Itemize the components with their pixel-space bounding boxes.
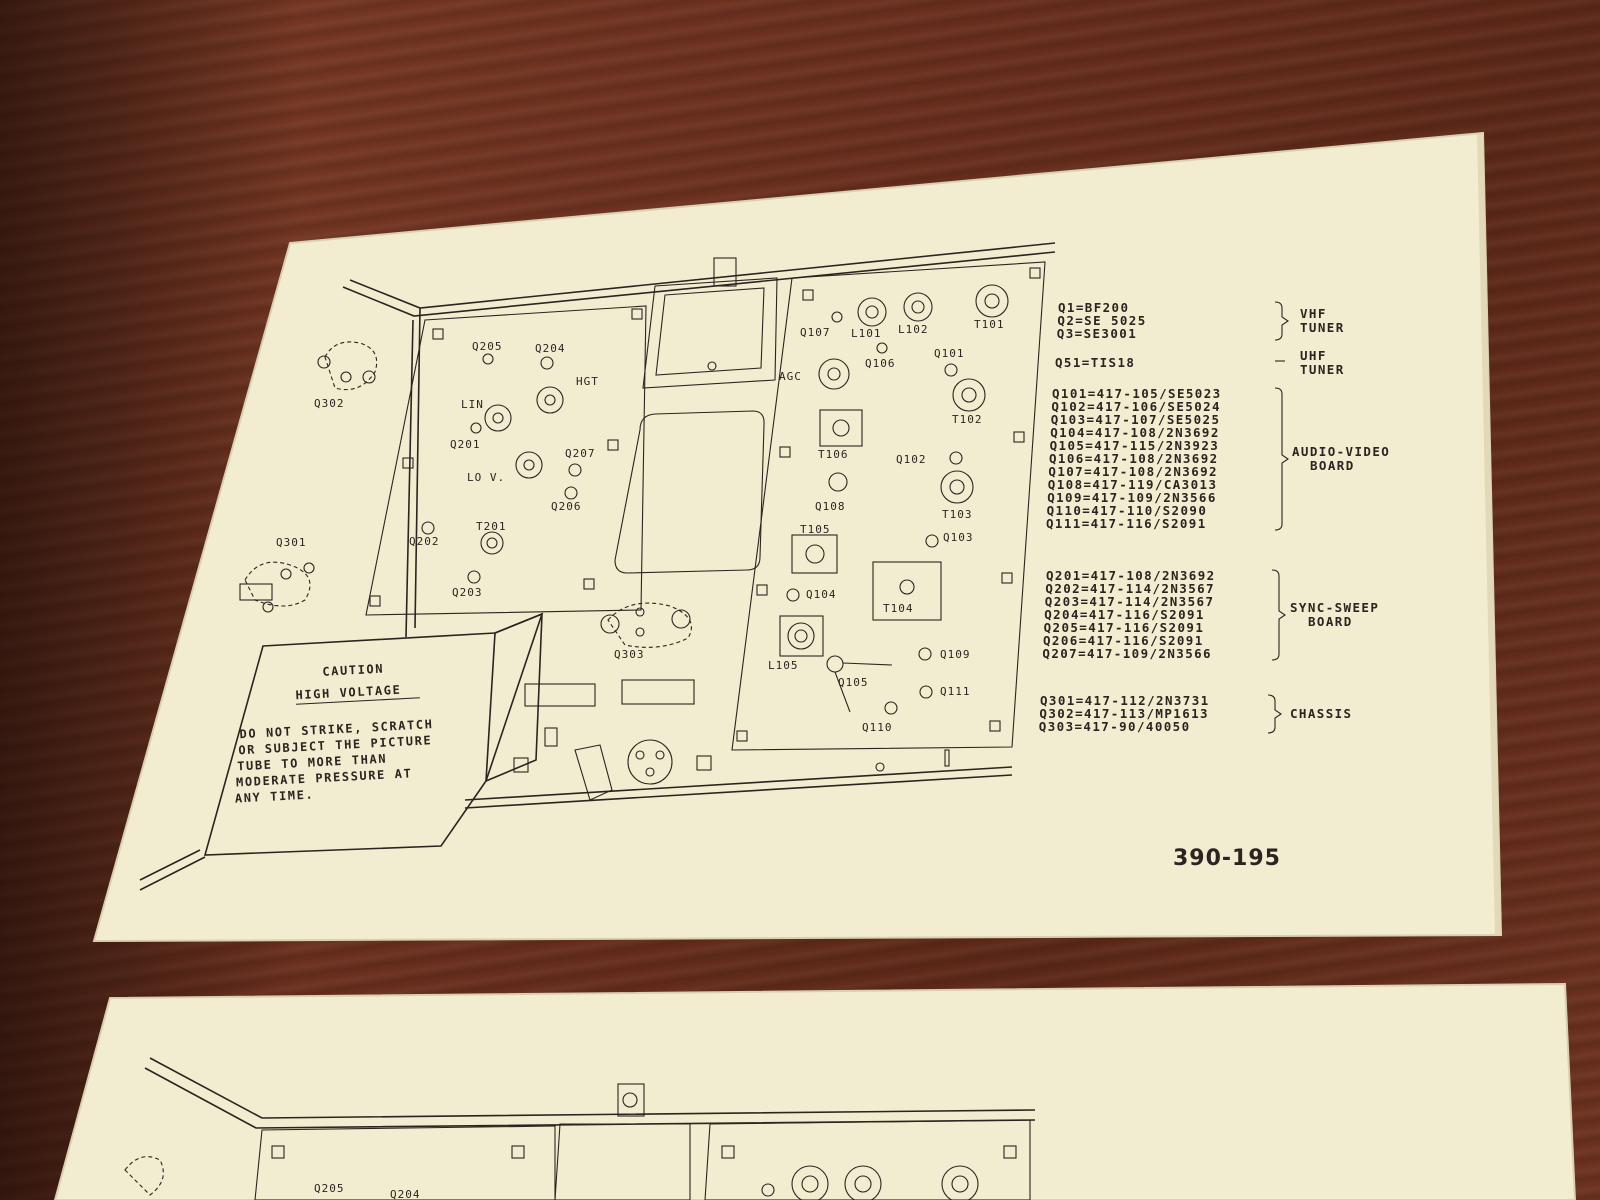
label-q301: Q301 [276,536,307,549]
label-q110: Q110 [862,721,893,734]
label-q303: Q303 [614,648,645,661]
parts-group-name: TUNER [1300,320,1345,335]
label-q108: Q108 [815,500,846,513]
parts-item: Q104=417-108/2N3692 [1050,425,1220,440]
label-q105: Q105 [838,676,869,689]
group-brace [1274,387,1289,531]
parts-item: Q51=TIS18 [1055,355,1135,370]
label-t106: T106 [818,448,849,461]
label-t102: T102 [952,413,983,426]
label-t105: T105 [800,523,831,536]
parts-group: Q201=417-108/2N3692Q202=417-114/2N3567Q2… [1042,568,1379,661]
label-q101: Q101 [934,347,965,360]
label-t103: T103 [942,508,973,521]
parts-group-name: AUDIO-VIDEO [1292,444,1390,459]
parts-item: Q105=417-115/2N3923 [1050,438,1220,453]
group-brace [1274,301,1289,341]
parts-item: Q2=SE 5025 [1057,313,1146,328]
label-q302: Q302 [314,397,345,410]
parts-item: Q1=BF200 [1058,300,1129,315]
parts-item: Q303=417-90/40050 [1039,719,1191,734]
parts-item: Q205=417-116/S2091 [1044,620,1205,635]
parts-item: Q101=417-105/SE5023 [1052,386,1222,401]
label-q203: Q203 [452,586,483,599]
parts-group-name: BOARD [1310,458,1355,473]
label-l105: L105 [768,659,799,672]
schematic-card: Q205 Q204 HGT LIN Q201 Q207 LO V. Q206 Q… [92,131,1503,943]
part-number: 390-195 [1173,846,1281,871]
label-q205: Q205 [472,340,503,353]
parts-item: Q102=417-106/SE5024 [1051,399,1221,414]
second-schematic-card: Q205 Q204 [53,982,1577,1200]
parts-group-name: UHF [1300,348,1327,363]
chassis-drawing [139,242,1056,891]
label-q207: Q207 [565,447,596,460]
label-q104: Q104 [806,588,837,601]
parts-group: Q301=417-112/2N3731Q302=417-113/MP1613Q3… [1039,693,1352,734]
label-l102: L102 [898,323,929,336]
parts-item: Q111=417-116/S2091 [1046,516,1207,531]
label-agc: AGC [779,370,802,383]
card2-label-q205: Q205 [314,1182,345,1195]
label-hgt: HGT [576,375,599,388]
parts-item: Q109=417-109/2N3566 [1047,490,1217,505]
label-lov: LO V. [467,471,505,484]
parts-item: Q103=417-107/SE5025 [1051,412,1221,427]
group-brace [1267,694,1282,734]
parts-item: Q302=417-113/MP1613 [1039,706,1209,721]
label-q204: Q204 [535,342,566,355]
parts-item: Q108=417-119/CA3013 [1048,477,1218,492]
label-l101: L101 [851,327,882,340]
group-brace [1271,569,1286,661]
card2-label-q204: Q204 [390,1188,421,1200]
parts-item: Q110=417-110/S2090 [1047,503,1208,518]
label-q202: Q202 [409,535,440,548]
label-q106: Q106 [865,357,896,370]
parts-group-name: SYNC-SWEEP [1290,600,1379,615]
label-t104: T104 [883,602,914,615]
label-q111: Q111 [940,685,971,698]
parts-group-name: VHF [1300,306,1327,321]
parts-item: Q204=417-116/S2091 [1044,607,1205,622]
parts-item: Q206=417-116/S2091 [1043,633,1204,648]
label-q102: Q102 [896,453,927,466]
caution-title: CAUTION [322,662,384,679]
caution-subtitle: HIGH VOLTAGE [295,683,401,703]
parts-item: Q207=417-109/2N3566 [1042,646,1212,661]
label-q103: Q103 [943,531,974,544]
label-q109: Q109 [940,648,971,661]
parts-item: Q202=417-114/2N3567 [1045,581,1215,596]
parts-item: Q106=417-108/2N3692 [1049,451,1219,466]
label-q107: Q107 [800,326,831,339]
label-lin: LIN [461,398,484,411]
parts-item: Q201=417-108/2N3692 [1046,568,1216,583]
parts-item: Q301=417-112/2N3731 [1040,693,1210,708]
label-q201: Q201 [450,438,481,451]
label-t201: T201 [476,520,507,533]
caution-line-5: ANY TIME. [235,787,315,805]
parts-group-name: BOARD [1308,614,1353,629]
parts-group-name: CHASSIS [1290,706,1352,721]
label-t101: T101 [974,318,1005,331]
parts-group: Q101=417-105/SE5023Q102=417-106/SE5024Q1… [1046,386,1390,531]
label-q206: Q206 [551,500,582,513]
parts-item: Q3=SE3001 [1057,326,1137,341]
parts-item: Q203=417-114/2N3567 [1045,594,1215,609]
parts-item: Q107=417-108/2N3692 [1048,464,1218,479]
component-labels: Q205 Q204 HGT LIN Q201 Q207 LO V. Q206 Q… [276,318,1005,734]
parts-group-name: TUNER [1300,362,1345,377]
